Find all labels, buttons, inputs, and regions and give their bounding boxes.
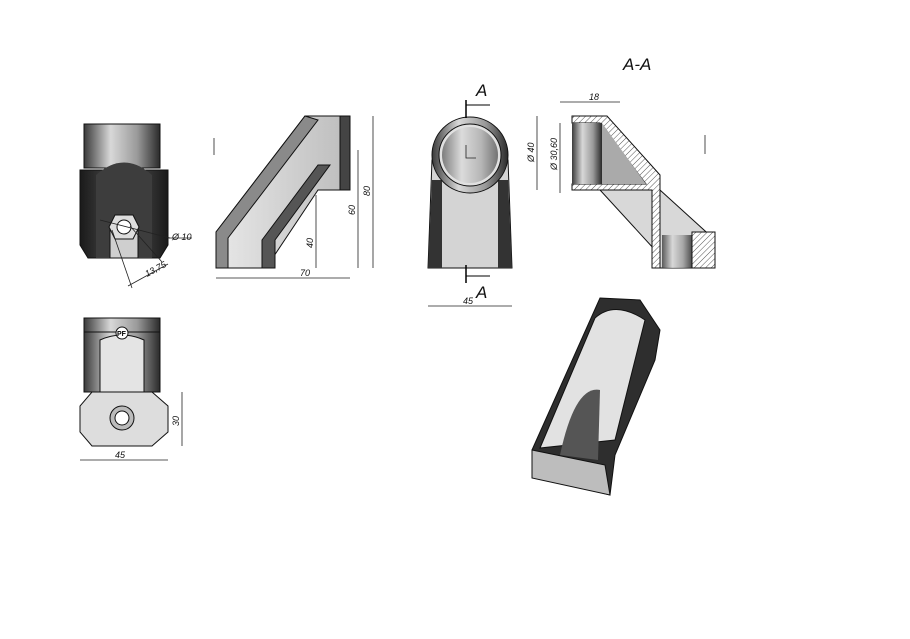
bottom-view: PF 45 30 [79,317,183,461]
dim-offset: 13,75 [143,259,168,279]
isometric-view [531,297,661,496]
section-view-a-a: A-A 18 Ø 40 Ø 30,60 [526,55,716,269]
side-view: 70 40 60 80 [215,115,374,279]
dim-side-length: 70 [300,268,310,278]
dim-height-80: 80 [362,186,372,196]
dim-front-width: 45 [463,296,474,306]
section-title: A-A [622,55,651,74]
front-view: Ø 10 13,75 [79,123,192,289]
dim-height-40: 40 [305,238,315,248]
section-marker-top: A [475,81,487,100]
dim-hole-diameter: Ø 10 [171,232,192,242]
dim-height-60: 60 [347,205,357,215]
pf-logo: PF [115,326,129,340]
dim-inner-diameter: Ø 30,60 [549,138,559,171]
dim-bottom-width: 45 [115,450,126,460]
dim-bottom-depth: 30 [171,416,181,426]
dim-section-depth: 18 [589,92,599,102]
svg-text:PF: PF [117,331,127,338]
dim-outer-diameter: Ø 40 [526,142,536,163]
section-marker-bottom: A [475,283,487,302]
front-section-view: A A 45 [427,81,513,307]
